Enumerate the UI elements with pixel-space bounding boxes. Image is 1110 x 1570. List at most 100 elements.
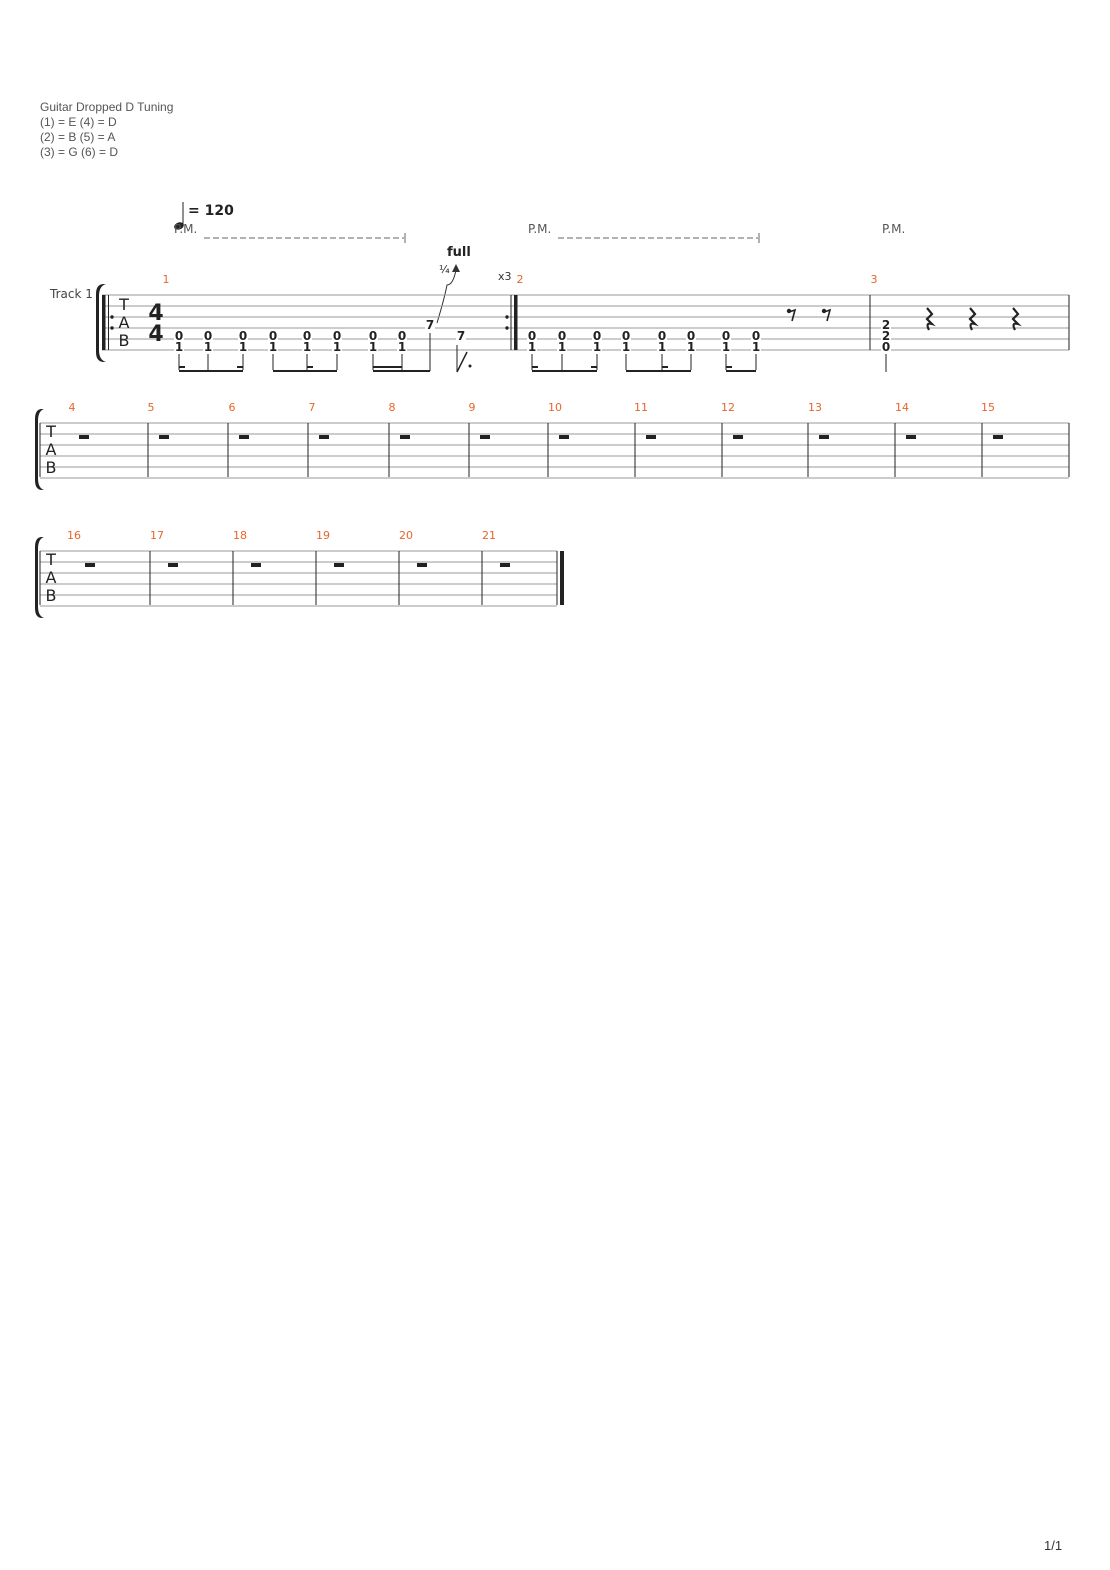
measure-number: 14 bbox=[895, 401, 909, 414]
bend-note: 7 bbox=[402, 318, 435, 372]
bend-amount: full bbox=[447, 245, 471, 260]
fret-background bbox=[621, 330, 631, 341]
tab-letter-t: T bbox=[45, 422, 56, 441]
chord: 01 bbox=[203, 329, 213, 370]
chord: 01 bbox=[238, 329, 248, 370]
measure-number: 19 bbox=[316, 529, 330, 542]
fret-number: 0 bbox=[722, 329, 730, 343]
system-brace bbox=[96, 284, 106, 362]
repeat-count: x3 bbox=[498, 270, 512, 283]
fret-number: 1 bbox=[269, 340, 277, 354]
measure-number: 4 bbox=[69, 401, 76, 414]
fret-number: 1 bbox=[593, 340, 601, 354]
fret-background bbox=[397, 330, 407, 341]
fret-number: 1 bbox=[303, 340, 311, 354]
fret-number: 1 bbox=[239, 340, 247, 354]
time-signature-bottom: 4 bbox=[148, 322, 163, 347]
fret-number: 0 bbox=[269, 329, 277, 343]
bend-curve bbox=[436, 269, 457, 324]
fret-number: 1 bbox=[398, 340, 406, 354]
chord: 01 bbox=[268, 329, 278, 370]
fret-number: 0 bbox=[622, 329, 630, 343]
fret-background bbox=[592, 330, 602, 341]
fret-number: 0 bbox=[175, 329, 183, 343]
fret-background bbox=[527, 341, 537, 352]
quarter-rest-icon bbox=[925, 307, 936, 331]
half-rest-icon bbox=[993, 435, 1003, 439]
tab-letter-b: B bbox=[46, 586, 57, 605]
measure-number: 12 bbox=[721, 401, 735, 414]
fret-background bbox=[302, 330, 312, 341]
half-rest-icon bbox=[819, 435, 829, 439]
half-rest-icon bbox=[79, 435, 89, 439]
half-rest-icon bbox=[334, 563, 344, 567]
chord: 01 bbox=[686, 329, 696, 370]
tab-letter-b: B bbox=[46, 458, 57, 477]
half-rest-icon bbox=[417, 563, 427, 567]
fret-background bbox=[425, 319, 435, 330]
palm-mute-label: P.M. bbox=[174, 222, 197, 236]
chord: 01 bbox=[332, 329, 342, 370]
measure-number: 16 bbox=[67, 529, 81, 542]
fret-number: 0 bbox=[333, 329, 341, 343]
fret-background bbox=[557, 341, 567, 352]
chord: 01 bbox=[174, 329, 184, 370]
fret-number: 1 bbox=[369, 340, 377, 354]
tab-letter-b: B bbox=[119, 331, 130, 350]
fret-number: 7 bbox=[426, 318, 434, 332]
fret-background bbox=[174, 341, 184, 352]
fret-background bbox=[721, 330, 731, 341]
note-flag-icon bbox=[456, 351, 468, 373]
tab-letter-a: A bbox=[46, 440, 57, 459]
chord: 01 bbox=[302, 329, 312, 370]
fret-number: 1 bbox=[622, 340, 630, 354]
beam-group bbox=[273, 366, 337, 372]
fret-background bbox=[238, 341, 248, 352]
fret-background bbox=[332, 330, 342, 341]
measure-number: 18 bbox=[233, 529, 247, 542]
system-brace bbox=[35, 537, 44, 618]
beam-group bbox=[532, 366, 597, 372]
quarter-rest-icon bbox=[968, 307, 979, 331]
fret-number: 1 bbox=[558, 340, 566, 354]
beam-group bbox=[179, 366, 243, 372]
system-3-measures bbox=[85, 551, 510, 605]
fret-number: 1 bbox=[175, 340, 183, 354]
chord: 01 bbox=[557, 329, 567, 370]
chord: 01 bbox=[621, 329, 631, 370]
fret-number: 0 bbox=[593, 329, 601, 343]
fret-number: 0 bbox=[204, 329, 212, 343]
system-2: T A B bbox=[35, 409, 1070, 490]
measure-number: 11 bbox=[634, 401, 648, 414]
fret-background bbox=[203, 330, 213, 341]
eighth-rest-icon bbox=[823, 308, 832, 322]
tab-clef: T A B bbox=[45, 550, 56, 605]
fret-background bbox=[456, 330, 466, 341]
half-rest-icon bbox=[319, 435, 329, 439]
chord: 01 bbox=[397, 329, 407, 370]
start-repeat-barline bbox=[102, 295, 114, 350]
tempo-value: = 120 bbox=[188, 203, 234, 219]
half-rest-icon bbox=[480, 435, 490, 439]
dot-icon bbox=[468, 364, 472, 368]
measure-number: 10 bbox=[548, 401, 562, 414]
eighth-rest-icon bbox=[788, 308, 797, 322]
fret-number: 1 bbox=[687, 340, 695, 354]
fret-number: 1 bbox=[658, 340, 666, 354]
fret-background bbox=[368, 330, 378, 341]
bend-marking: full ¼ bbox=[436, 245, 471, 324]
half-rest-icon bbox=[400, 435, 410, 439]
measure-number: 9 bbox=[469, 401, 476, 414]
fret-number: 1 bbox=[528, 340, 536, 354]
tab-letter-a: A bbox=[46, 568, 57, 587]
fret-number: 0 bbox=[558, 329, 566, 343]
track-name: Track 1 bbox=[49, 287, 93, 301]
beam-group bbox=[626, 366, 691, 372]
page-number: 1/1 bbox=[1044, 1538, 1063, 1553]
tab-clef: T A B bbox=[118, 295, 129, 350]
measure-number: 21 bbox=[482, 529, 496, 542]
tab-letter-t: T bbox=[118, 295, 129, 314]
